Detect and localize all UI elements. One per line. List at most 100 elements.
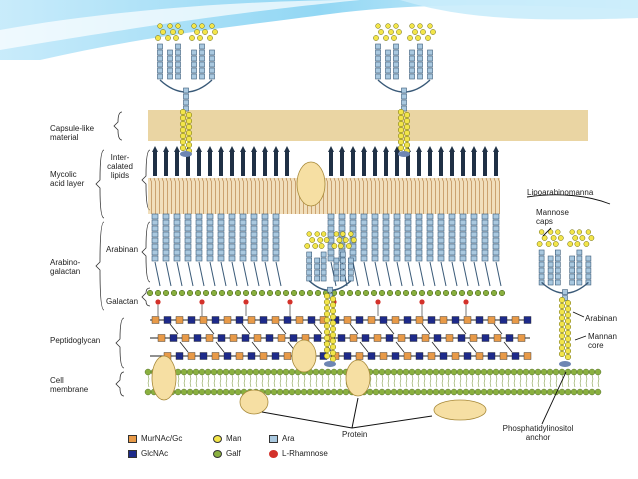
arabinose-residue — [426, 255, 434, 262]
arabinose-residue — [191, 55, 197, 62]
lipid-chain — [385, 177, 388, 214]
lipid-chain — [397, 177, 400, 214]
proteins — [151, 161, 487, 421]
phospholipid-tail — [375, 374, 378, 388]
phospholipid-head — [516, 368, 524, 376]
arabinose-residue — [470, 231, 478, 238]
protein — [151, 355, 177, 401]
arabinose-residue — [206, 243, 214, 250]
arabinose-residue — [470, 249, 478, 256]
lipid-chain — [377, 177, 380, 214]
phospholipid-tail — [519, 374, 522, 388]
lipid-chain — [461, 177, 464, 214]
phospholipid-head — [468, 368, 476, 376]
lipid-tip — [163, 146, 169, 152]
lipid-chain — [413, 177, 416, 214]
murnac-residue — [445, 334, 454, 342]
phospholipid-head — [306, 388, 314, 396]
mannose-residue — [558, 338, 566, 346]
lipid-tip — [482, 146, 488, 152]
arabinose-residue — [239, 249, 247, 256]
mannose-residue — [564, 341, 572, 349]
galactan-residue — [154, 289, 162, 297]
arabinose-residue — [339, 269, 346, 276]
phospholipid-head — [282, 368, 290, 376]
phospholipid-head — [324, 368, 332, 376]
phospholipid-head — [264, 388, 272, 396]
mannose-residue — [397, 138, 405, 146]
phospholipid-head — [570, 368, 578, 376]
arabinose-residue — [492, 219, 500, 226]
arabinose-residue — [585, 273, 592, 280]
glcnac-residue — [271, 352, 280, 360]
arabinose-residue — [157, 43, 163, 50]
mannose-residue — [323, 334, 331, 342]
phospholipid-tail — [177, 374, 180, 388]
lipid-chain — [153, 177, 156, 214]
arabinose-residue — [415, 225, 423, 232]
arabinose-residue — [459, 255, 467, 262]
murnac-residue — [205, 334, 214, 342]
phospholipid-head — [432, 388, 440, 396]
galactan-residue — [274, 289, 282, 297]
galactan-residue — [362, 289, 370, 297]
arabinose-residue — [371, 231, 379, 238]
arabinose-residue — [448, 243, 456, 250]
phospholipid-head — [180, 388, 188, 396]
phospholipid-tail — [321, 374, 324, 388]
arabinose-residue — [538, 249, 545, 256]
galactan-residue — [258, 289, 266, 297]
arabinose-residue — [538, 267, 545, 274]
phospholipid-head — [588, 388, 596, 396]
phospholipid-head — [366, 388, 374, 396]
phospholipid-tail — [513, 374, 516, 388]
arabinose-residue — [382, 225, 390, 232]
arabinose-residue — [173, 213, 181, 220]
lipid-head — [417, 150, 421, 176]
mannose-residue — [558, 326, 566, 334]
phospholipid-head — [390, 388, 398, 396]
bracket — [141, 149, 151, 211]
arabinose-residue — [239, 237, 247, 244]
arabinose-residue — [314, 263, 321, 270]
phospholipid-tail — [249, 374, 252, 388]
lipid-head — [329, 150, 333, 176]
arabinose-residue — [217, 219, 225, 226]
arabinan-link — [429, 261, 436, 287]
lipid-chain — [201, 177, 204, 214]
lipid-chain — [261, 177, 264, 214]
protein — [291, 339, 317, 373]
arabinose-residue — [448, 219, 456, 226]
label-mycolic: Mycolic acid layer — [50, 170, 85, 188]
phospholipid-head — [582, 388, 590, 396]
arabinose-residue — [409, 55, 415, 62]
arabinan-link — [418, 261, 425, 287]
mannose-residue — [165, 35, 171, 41]
mannose-residue — [209, 23, 215, 29]
lipid-chain — [453, 177, 456, 214]
arabinose-residue — [393, 225, 401, 232]
protein — [296, 161, 326, 207]
phospholipid-head — [342, 388, 350, 396]
arabinose-residue — [409, 49, 415, 56]
arabinose-residue — [385, 67, 391, 74]
mannose-residue — [588, 235, 595, 241]
lipid-chain — [189, 177, 192, 214]
lipid-tip — [427, 146, 433, 152]
phospholipid-tail — [579, 374, 582, 388]
mannose-residue — [175, 23, 181, 29]
arabinose-residue — [195, 237, 203, 244]
label-arabinan-lam: Arabinan — [585, 314, 618, 323]
mannose-residue — [323, 304, 331, 312]
phospholipid-tail — [423, 374, 426, 388]
legend-label: Man — [226, 434, 242, 443]
glcnac-residue — [367, 352, 376, 360]
mannose-residue — [397, 108, 405, 116]
arabinose-residue — [228, 213, 236, 220]
arabinose-residue — [151, 237, 159, 244]
phospholipid-head — [330, 388, 338, 396]
phospholipid-tail — [267, 374, 270, 388]
mannose-residue — [397, 132, 405, 140]
phospholipid-tail — [291, 374, 294, 388]
arabinose-residue — [195, 243, 203, 250]
